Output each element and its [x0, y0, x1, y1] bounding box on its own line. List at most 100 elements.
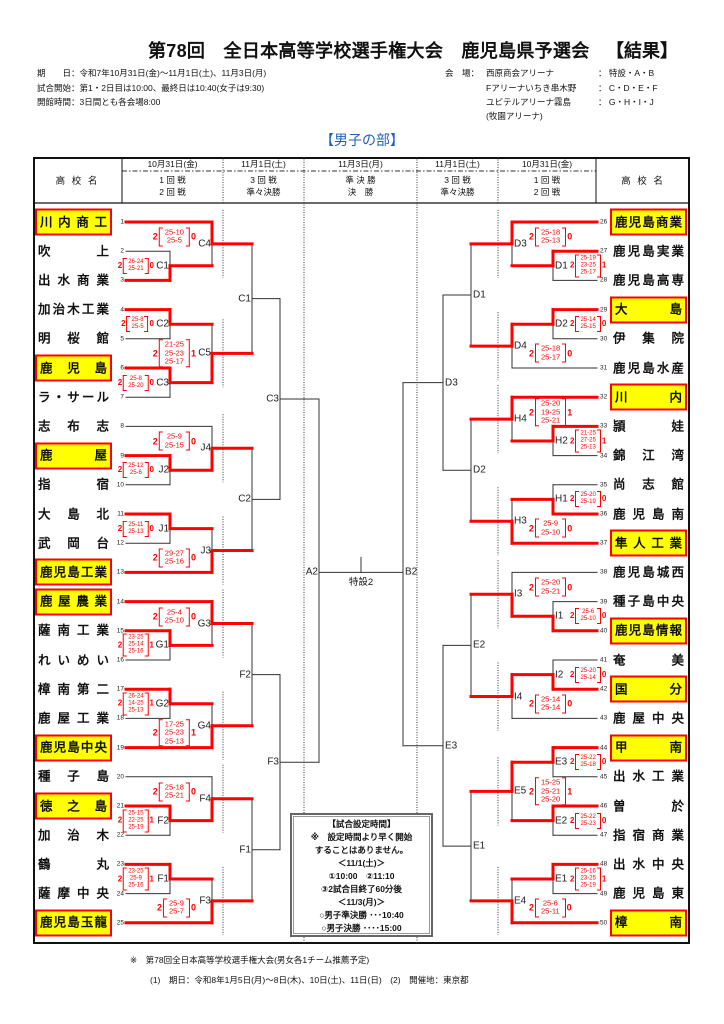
team-name: 明桜館 — [38, 331, 109, 346]
bracket-close-icon — [144, 633, 149, 657]
advancing-team-row: 鹿児島玉龍 — [35, 909, 112, 937]
set-score: 25-6 — [582, 609, 595, 616]
match-label: H2 — [555, 435, 568, 447]
sets-lost: 0 — [567, 231, 573, 242]
match-label: C3 — [266, 393, 279, 405]
sets-lost: 0 — [601, 669, 607, 679]
sets-lost: 1 — [601, 260, 607, 270]
sets-won: 2 — [121, 319, 126, 329]
set-score: 25-9 — [168, 898, 184, 908]
team-number: 6 — [120, 364, 124, 372]
team-name: 奄美 — [613, 653, 684, 667]
bracket-close-icon — [596, 491, 601, 508]
set-score: 25-23 — [164, 348, 184, 358]
team-row: 鹿児島東 — [610, 880, 687, 907]
set-score: 25-10 — [164, 227, 184, 237]
sets-lost: 0 — [567, 523, 573, 534]
bracket-close-icon — [144, 462, 149, 479]
team-name: 川内 — [615, 390, 682, 405]
bracket-table — [33, 157, 690, 944]
set-score: 25-16 — [164, 556, 184, 566]
team-number: 26 — [600, 218, 608, 226]
round-name: 2 回 戦 — [159, 187, 186, 197]
team-number: 18 — [116, 714, 124, 722]
set-score: 25-20 — [580, 667, 596, 674]
bracket-open-icon — [575, 812, 580, 829]
team-name: ラ・サール — [38, 390, 109, 405]
bracket-open-icon — [123, 692, 128, 716]
notice-line: ○男子準決勝 ･･･10:40 — [319, 910, 404, 920]
bracket-open-icon — [123, 257, 128, 274]
set-score: 29-27 — [164, 548, 184, 557]
sets-won: 2 — [570, 436, 575, 445]
sets-lost: 1 — [601, 874, 607, 883]
team-number: 37 — [600, 539, 608, 547]
team-name: 鹿児島東 — [613, 886, 684, 901]
team-row: 加治木 — [35, 822, 112, 849]
team-name: 武岡台 — [38, 536, 109, 551]
venue-name: ユピテルアリーナ霧島 — [486, 97, 572, 107]
advancing-team-row: 樟南 — [610, 909, 687, 937]
sets-lost: 0 — [190, 902, 196, 913]
bracket-open-icon — [575, 867, 580, 891]
match-label: E1 — [555, 873, 568, 885]
bracket-close-icon — [596, 608, 601, 625]
team-row: 吹上 — [35, 238, 112, 265]
header-date: 11月1日(土) — [435, 159, 480, 169]
bracket-open-icon — [575, 316, 580, 333]
team-row: 尚志館 — [610, 471, 687, 498]
team-row: 曽於 — [610, 793, 687, 820]
match-label: H4 — [514, 413, 527, 425]
team-name: 伊集院 — [613, 331, 684, 346]
team-number: 24 — [116, 890, 124, 898]
info-label: 試合開始 — [37, 83, 72, 93]
bracket-open-icon — [535, 898, 540, 918]
sets-lost: 0 — [601, 757, 607, 767]
header-date: 10月31日(金) — [521, 159, 573, 169]
set-score: 25-22 — [580, 755, 596, 762]
venue-name: Fアリーナいちき串木野 — [486, 83, 577, 93]
team-row: 種子島中央 — [610, 588, 687, 615]
team-number: 4 — [120, 306, 124, 314]
team-name: 鹿児島工業 — [40, 565, 107, 580]
set-score: 26-24 — [128, 258, 144, 265]
notice-line: ○男子決勝 ････15:00 — [321, 923, 402, 933]
team-name: 出水中央 — [613, 857, 684, 872]
set-score: 25-8 — [131, 317, 144, 324]
bracket-open-icon — [535, 777, 540, 806]
team-number: 41 — [600, 656, 608, 664]
match-label: E5 — [514, 785, 527, 797]
team-row: 種子島 — [35, 763, 112, 790]
team-name: 樟南 — [615, 915, 682, 930]
bracket-close-icon — [144, 520, 149, 537]
bracket-close-icon — [596, 812, 601, 829]
team-row: 出水中央 — [610, 851, 687, 878]
team-name: 加治木 — [38, 828, 109, 843]
round-name: 3 回 戦 — [250, 175, 277, 185]
bracket-close-icon — [144, 257, 149, 274]
set-score: 25-12 — [128, 463, 144, 470]
set-score: 25-7 — [168, 906, 184, 916]
final-venue-label: 特設2 — [348, 577, 374, 589]
team-name: 鹿屋農業 — [40, 594, 107, 609]
sets-lost: 1 — [601, 436, 607, 445]
bracket-close-icon — [562, 694, 567, 713]
set-score: 27-25 — [580, 437, 596, 444]
sets-won: 2 — [117, 377, 123, 387]
